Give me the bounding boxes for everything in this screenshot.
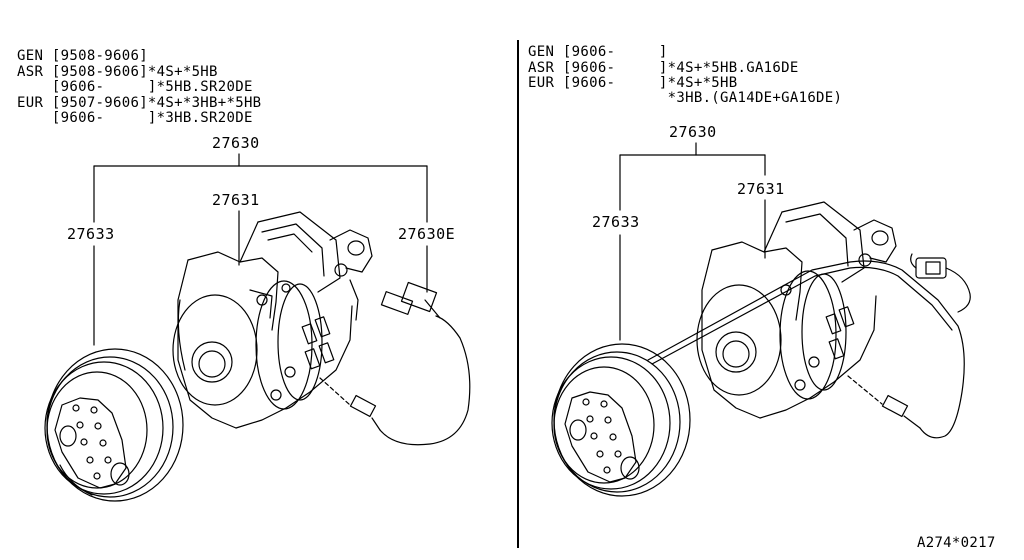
right-callout-pulley: 27633 [592,213,640,231]
left-compressor-body [172,211,373,429]
left-callout-pulley: 27633 [67,225,115,243]
left-applicability-line-5: [9606- ]*3HB.SR20DE [17,110,253,126]
left-callout-assembly: 27630 [212,134,260,152]
right-callout-assembly: 27630 [669,123,717,141]
left-pressure-switch-harness [319,281,471,446]
right-applicability-line-2: ASR [9606- ]*4S+*5HB.GA16DE [528,60,799,76]
right-harness [647,253,971,439]
right-assembly-leader [619,142,766,341]
left-callout-harness: 27630E [398,225,456,243]
right-pulley-clutch [551,343,691,497]
right-compressor-body [696,201,897,419]
right-callout-compressor: 27631 [737,180,785,198]
left-callout-compressor: 27631 [212,191,260,209]
right-applicability-line-4: *3HB.(GA14DE+GA16DE) [528,90,843,106]
figure-code: A274*0217 [917,535,996,551]
left-pulley-clutch [44,348,184,502]
left-applicability-line-3: [9606- ]*5HB.SR20DE [17,79,253,95]
left-assembly-leader [93,153,428,346]
right-applicability-line-3: EUR [9606- ]*4S+*5HB [528,75,738,91]
left-applicability-line-4: EUR [9507-9606]*4S+*3HB+*5HB [17,95,262,111]
left-applicability-line-1: GEN [9508-9606] [17,48,148,64]
left-applicability-line-2: ASR [9508-9606]*4S+*5HB [17,64,218,80]
right-applicability-line-1: GEN [9606- ] [528,44,668,60]
panel-divider [517,40,519,548]
